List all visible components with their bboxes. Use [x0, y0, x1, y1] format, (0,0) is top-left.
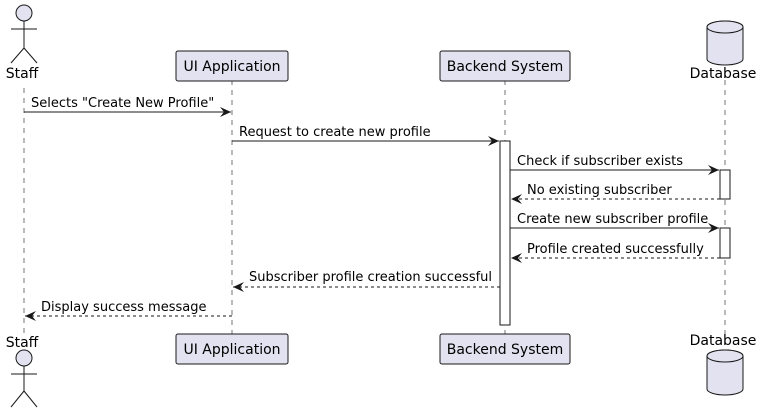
participant-label: Backend System: [447, 342, 564, 358]
message-4: No existing subscriber: [511, 183, 720, 204]
activations: [499, 140, 731, 326]
database-icon: [706, 20, 744, 66]
participant-label: Backend System: [447, 59, 564, 75]
message-8: Display success message: [25, 300, 232, 321]
message-3: Check if subscriber exists: [510, 154, 719, 175]
participant-label: Database: [690, 333, 757, 349]
participant-ui-bottom: UI Application: [175, 333, 289, 365]
message-label: Check if subscriber exists: [517, 154, 683, 169]
database-db-bottom: Database: [690, 333, 757, 396]
activation-db-1: [719, 169, 731, 200]
participant-label: Staff: [6, 335, 39, 351]
messages: Selects "Create New Profile" Request to …: [24, 96, 720, 321]
message-1: Selects "Create New Profile": [24, 96, 231, 117]
actor-icon: [10, 349, 38, 408]
participant-label: UI Application: [183, 59, 280, 75]
actor-staff-top: Staff: [6, 4, 39, 82]
actor-icon: [10, 4, 38, 64]
participant-label: Staff: [6, 66, 39, 82]
participant-backend-top: Backend System: [439, 50, 571, 82]
participant-backend-bottom: Backend System: [439, 333, 571, 365]
message-5: Create new subscriber profile: [510, 212, 719, 233]
activation-db-2: [719, 227, 731, 259]
message-label: No existing subscriber: [527, 183, 672, 198]
message-6: Profile created successfully: [511, 242, 720, 263]
message-7: Subscriber profile creation successful: [233, 270, 500, 292]
message-label: Create new subscriber profile: [517, 212, 708, 227]
message-2: Request to create new profile: [232, 125, 499, 146]
message-label: Selects "Create New Profile": [31, 96, 214, 111]
message-label: Profile created successfully: [527, 242, 704, 257]
participant-ui-top: UI Application: [175, 50, 289, 82]
actor-staff-bottom: Staff: [6, 335, 39, 408]
message-label: Subscriber profile creation successful: [249, 270, 492, 285]
message-label: Display success message: [41, 300, 206, 315]
database-icon: [706, 349, 744, 396]
database-db-top: Database: [690, 20, 757, 82]
participants-top: Staff UI Application Backend System Data…: [6, 4, 757, 82]
activation-backend: [499, 140, 511, 326]
participant-label: Database: [690, 66, 757, 82]
participants-bottom: Staff UI Application Backend System Data…: [6, 333, 757, 408]
participant-label: UI Application: [183, 342, 280, 358]
message-label: Request to create new profile: [239, 125, 431, 140]
